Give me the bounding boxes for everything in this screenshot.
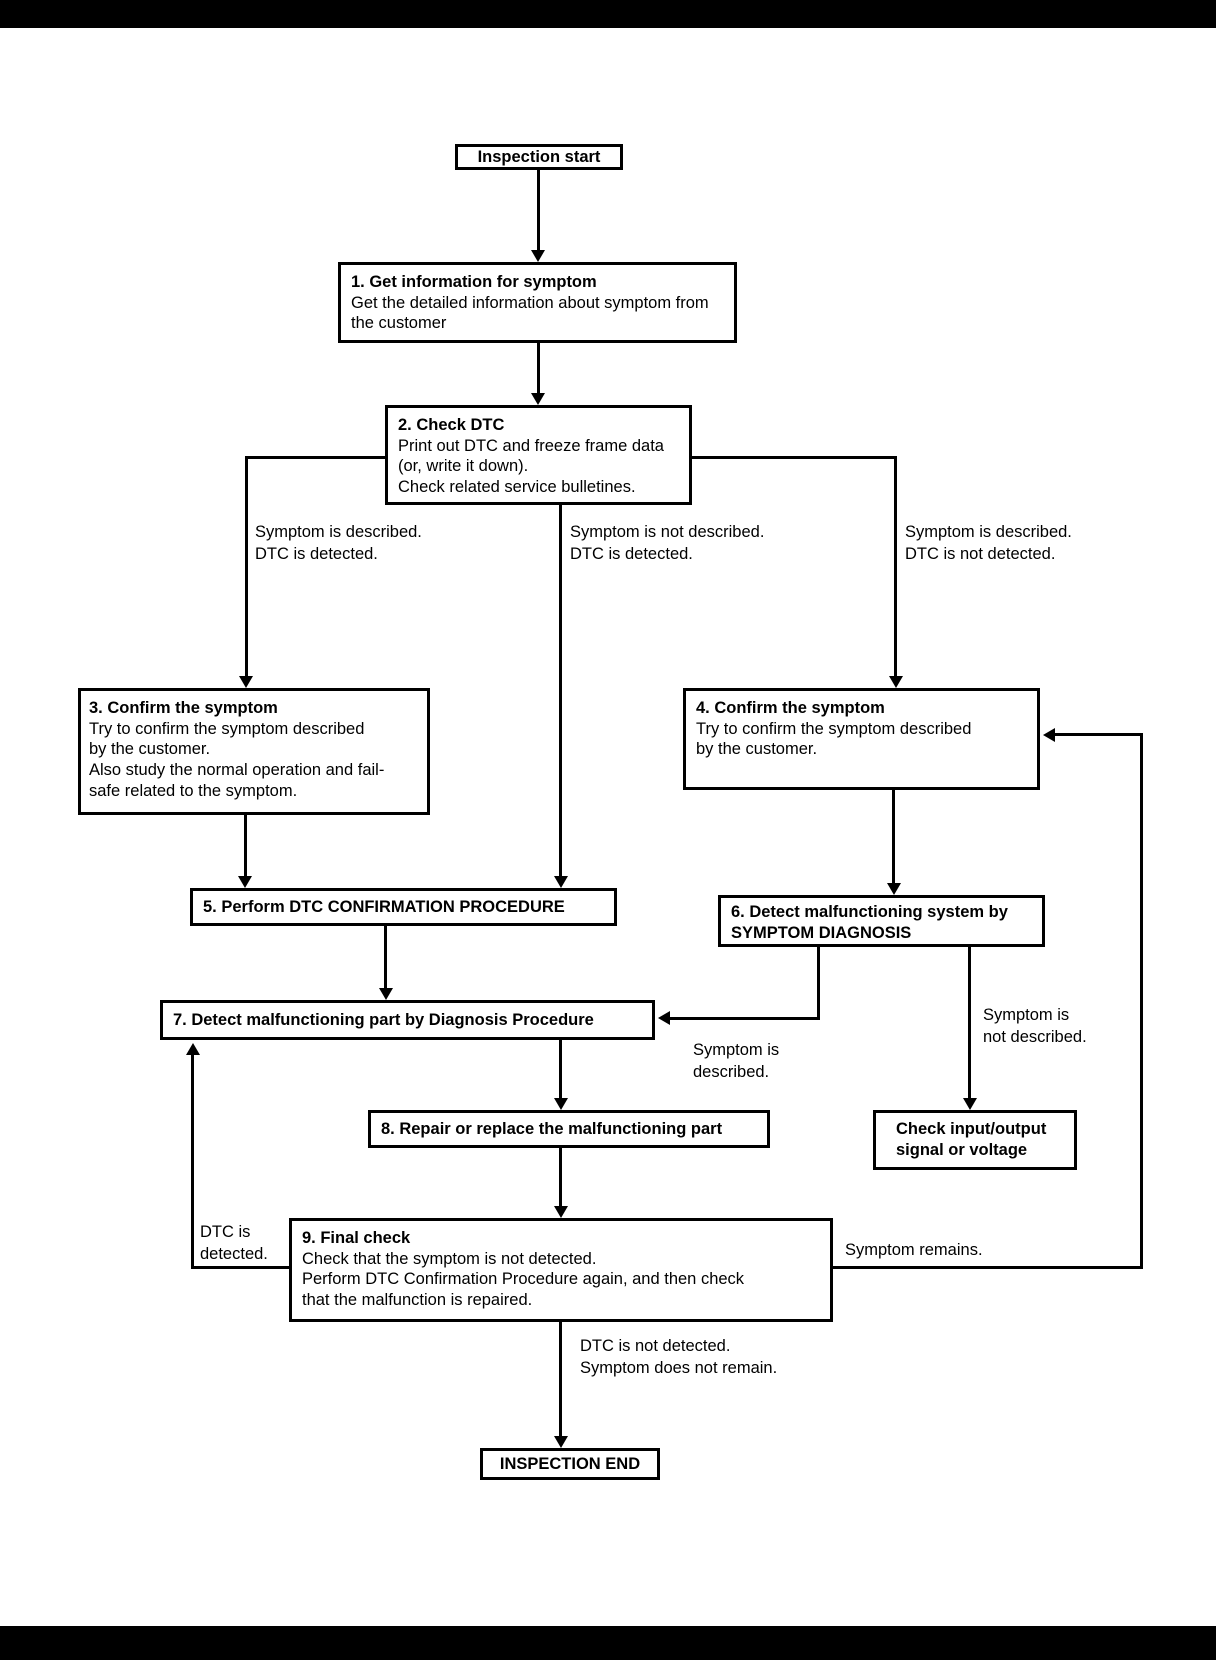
node-inspection-start: Inspection start xyxy=(455,144,623,170)
node-step-1-get-information: 1. Get information for symptom Get the d… xyxy=(338,262,737,343)
connector-7-to-8 xyxy=(559,1040,562,1099)
connector-8-to-9 xyxy=(559,1148,562,1207)
node-body: Print out DTC and freeze frame data (or,… xyxy=(398,436,664,496)
connector-1-to-2 xyxy=(537,343,540,394)
node-title: 2. Check DTC xyxy=(398,416,505,434)
node-label: Inspection start xyxy=(477,147,601,166)
arrow-down-icon xyxy=(238,876,252,888)
node-title: 3. Confirm the symptom xyxy=(89,699,278,717)
arrow-down-icon xyxy=(531,250,545,262)
arrow-down-icon xyxy=(531,393,545,405)
connector-6-to-7-v xyxy=(817,945,820,1020)
connector-9-loop-left-v xyxy=(191,1053,194,1269)
node-label: INSPECTION END xyxy=(499,1454,641,1473)
node-title: 5. Perform DTC CONFIRMATION PROCEDURE xyxy=(203,897,565,916)
node-title: 7. Detect malfunctioning part by Diagnos… xyxy=(173,1010,594,1029)
arrow-left-icon xyxy=(1043,728,1055,742)
connector-2-to-3 xyxy=(245,456,248,678)
connector-4-to-6 xyxy=(892,790,895,884)
node-step-2-check-dtc: 2. Check DTC Print out DTC and freeze fr… xyxy=(385,405,692,505)
arrow-left-icon xyxy=(658,1011,670,1025)
arrow-down-icon xyxy=(239,676,253,688)
node-title: 4. Confirm the symptom xyxy=(696,699,885,717)
node-step-8-repair-replace: 8. Repair or replace the malfunctioning … xyxy=(368,1110,770,1148)
node-title: 8. Repair or replace the malfunctioning … xyxy=(381,1119,723,1138)
edge-label-symptom-described-dtc-not-detected: Symptom is described. DTC is not detecte… xyxy=(905,523,1072,563)
node-title: Check input/output signal or voltage xyxy=(896,1120,1047,1159)
bottom-border-bar xyxy=(0,1626,1216,1660)
connector-9-loop-right-h xyxy=(833,1266,1143,1269)
connector-2-to-4 xyxy=(894,456,897,678)
node-step-7-detect-part: 7. Detect malfunctioning part by Diagnos… xyxy=(160,1000,655,1040)
arrow-down-icon xyxy=(554,1206,568,1218)
node-body: Try to confirm the symptom described by … xyxy=(89,719,385,800)
node-body: Get the detailed information about sympt… xyxy=(351,293,709,333)
edge-label-symptom-remains: Symptom remains. xyxy=(845,1241,983,1259)
connector-loop-to-4-h xyxy=(1055,733,1143,736)
top-border-bar xyxy=(0,0,1216,28)
edge-label-symptom-described: Symptom is described. xyxy=(693,1041,780,1081)
edge-label-symptom-not-described: Symptom is not described. xyxy=(983,1006,1087,1046)
connector-2-to-5 xyxy=(559,505,562,878)
node-step-3-confirm-symptom: 3. Confirm the symptom Try to confirm th… xyxy=(78,688,430,815)
node-title: 9. Final check xyxy=(302,1229,411,1247)
connector-9-loop-right-v xyxy=(1140,735,1143,1269)
node-title: 1. Get information for symptom xyxy=(351,273,597,291)
connector-5-to-7 xyxy=(384,926,387,989)
connector-start-to-1 xyxy=(537,170,540,252)
connector-9-to-end xyxy=(559,1322,562,1437)
node-inspection-end: INSPECTION END xyxy=(480,1448,660,1480)
edge-label-symptom-described-dtc-detected: Symptom is described. DTC is detected. xyxy=(255,523,422,563)
connector-9-loop-left-h xyxy=(191,1266,292,1269)
node-step-6-symptom-diagnosis: 6. Detect malfunctioning system by SYMPT… xyxy=(718,895,1045,947)
edge-label-dtc-not-detected-symptom-not-remain: DTC is not detected. Symptom does not re… xyxy=(580,1337,778,1377)
connector-2-left-h xyxy=(245,456,388,459)
node-title: 6. Detect malfunctioning system by SYMPT… xyxy=(731,903,1008,942)
arrow-down-icon xyxy=(379,988,393,1000)
node-step-5-dtc-confirmation: 5. Perform DTC CONFIRMATION PROCEDURE xyxy=(190,888,617,926)
arrow-down-icon xyxy=(963,1098,977,1110)
node-check-input-output: Check input/output signal or voltage xyxy=(873,1110,1077,1170)
connector-6-to-7-h xyxy=(668,1017,820,1020)
arrow-down-icon xyxy=(554,876,568,888)
connector-2-right-h xyxy=(690,456,897,459)
arrow-down-icon xyxy=(889,676,903,688)
arrow-down-icon xyxy=(554,1098,568,1110)
arrow-down-icon xyxy=(887,883,901,895)
node-step-9-final-check: 9. Final check Check that the symptom is… xyxy=(289,1218,833,1322)
arrow-down-icon xyxy=(554,1436,568,1448)
arrow-up-icon xyxy=(186,1043,200,1055)
node-step-4-confirm-symptom: 4. Confirm the symptom Try to confirm th… xyxy=(683,688,1040,790)
connector-3-to-5 xyxy=(244,815,247,877)
edge-label-dtc-detected: DTC is detected. xyxy=(200,1223,268,1263)
connector-6-to-checkio xyxy=(968,945,971,1099)
edge-label-symptom-not-described-dtc-detected: Symptom is not described. DTC is detecte… xyxy=(570,523,765,563)
node-body: Check that the symptom is not detected. … xyxy=(302,1249,745,1309)
node-body: Try to confirm the symptom described by … xyxy=(696,719,972,759)
